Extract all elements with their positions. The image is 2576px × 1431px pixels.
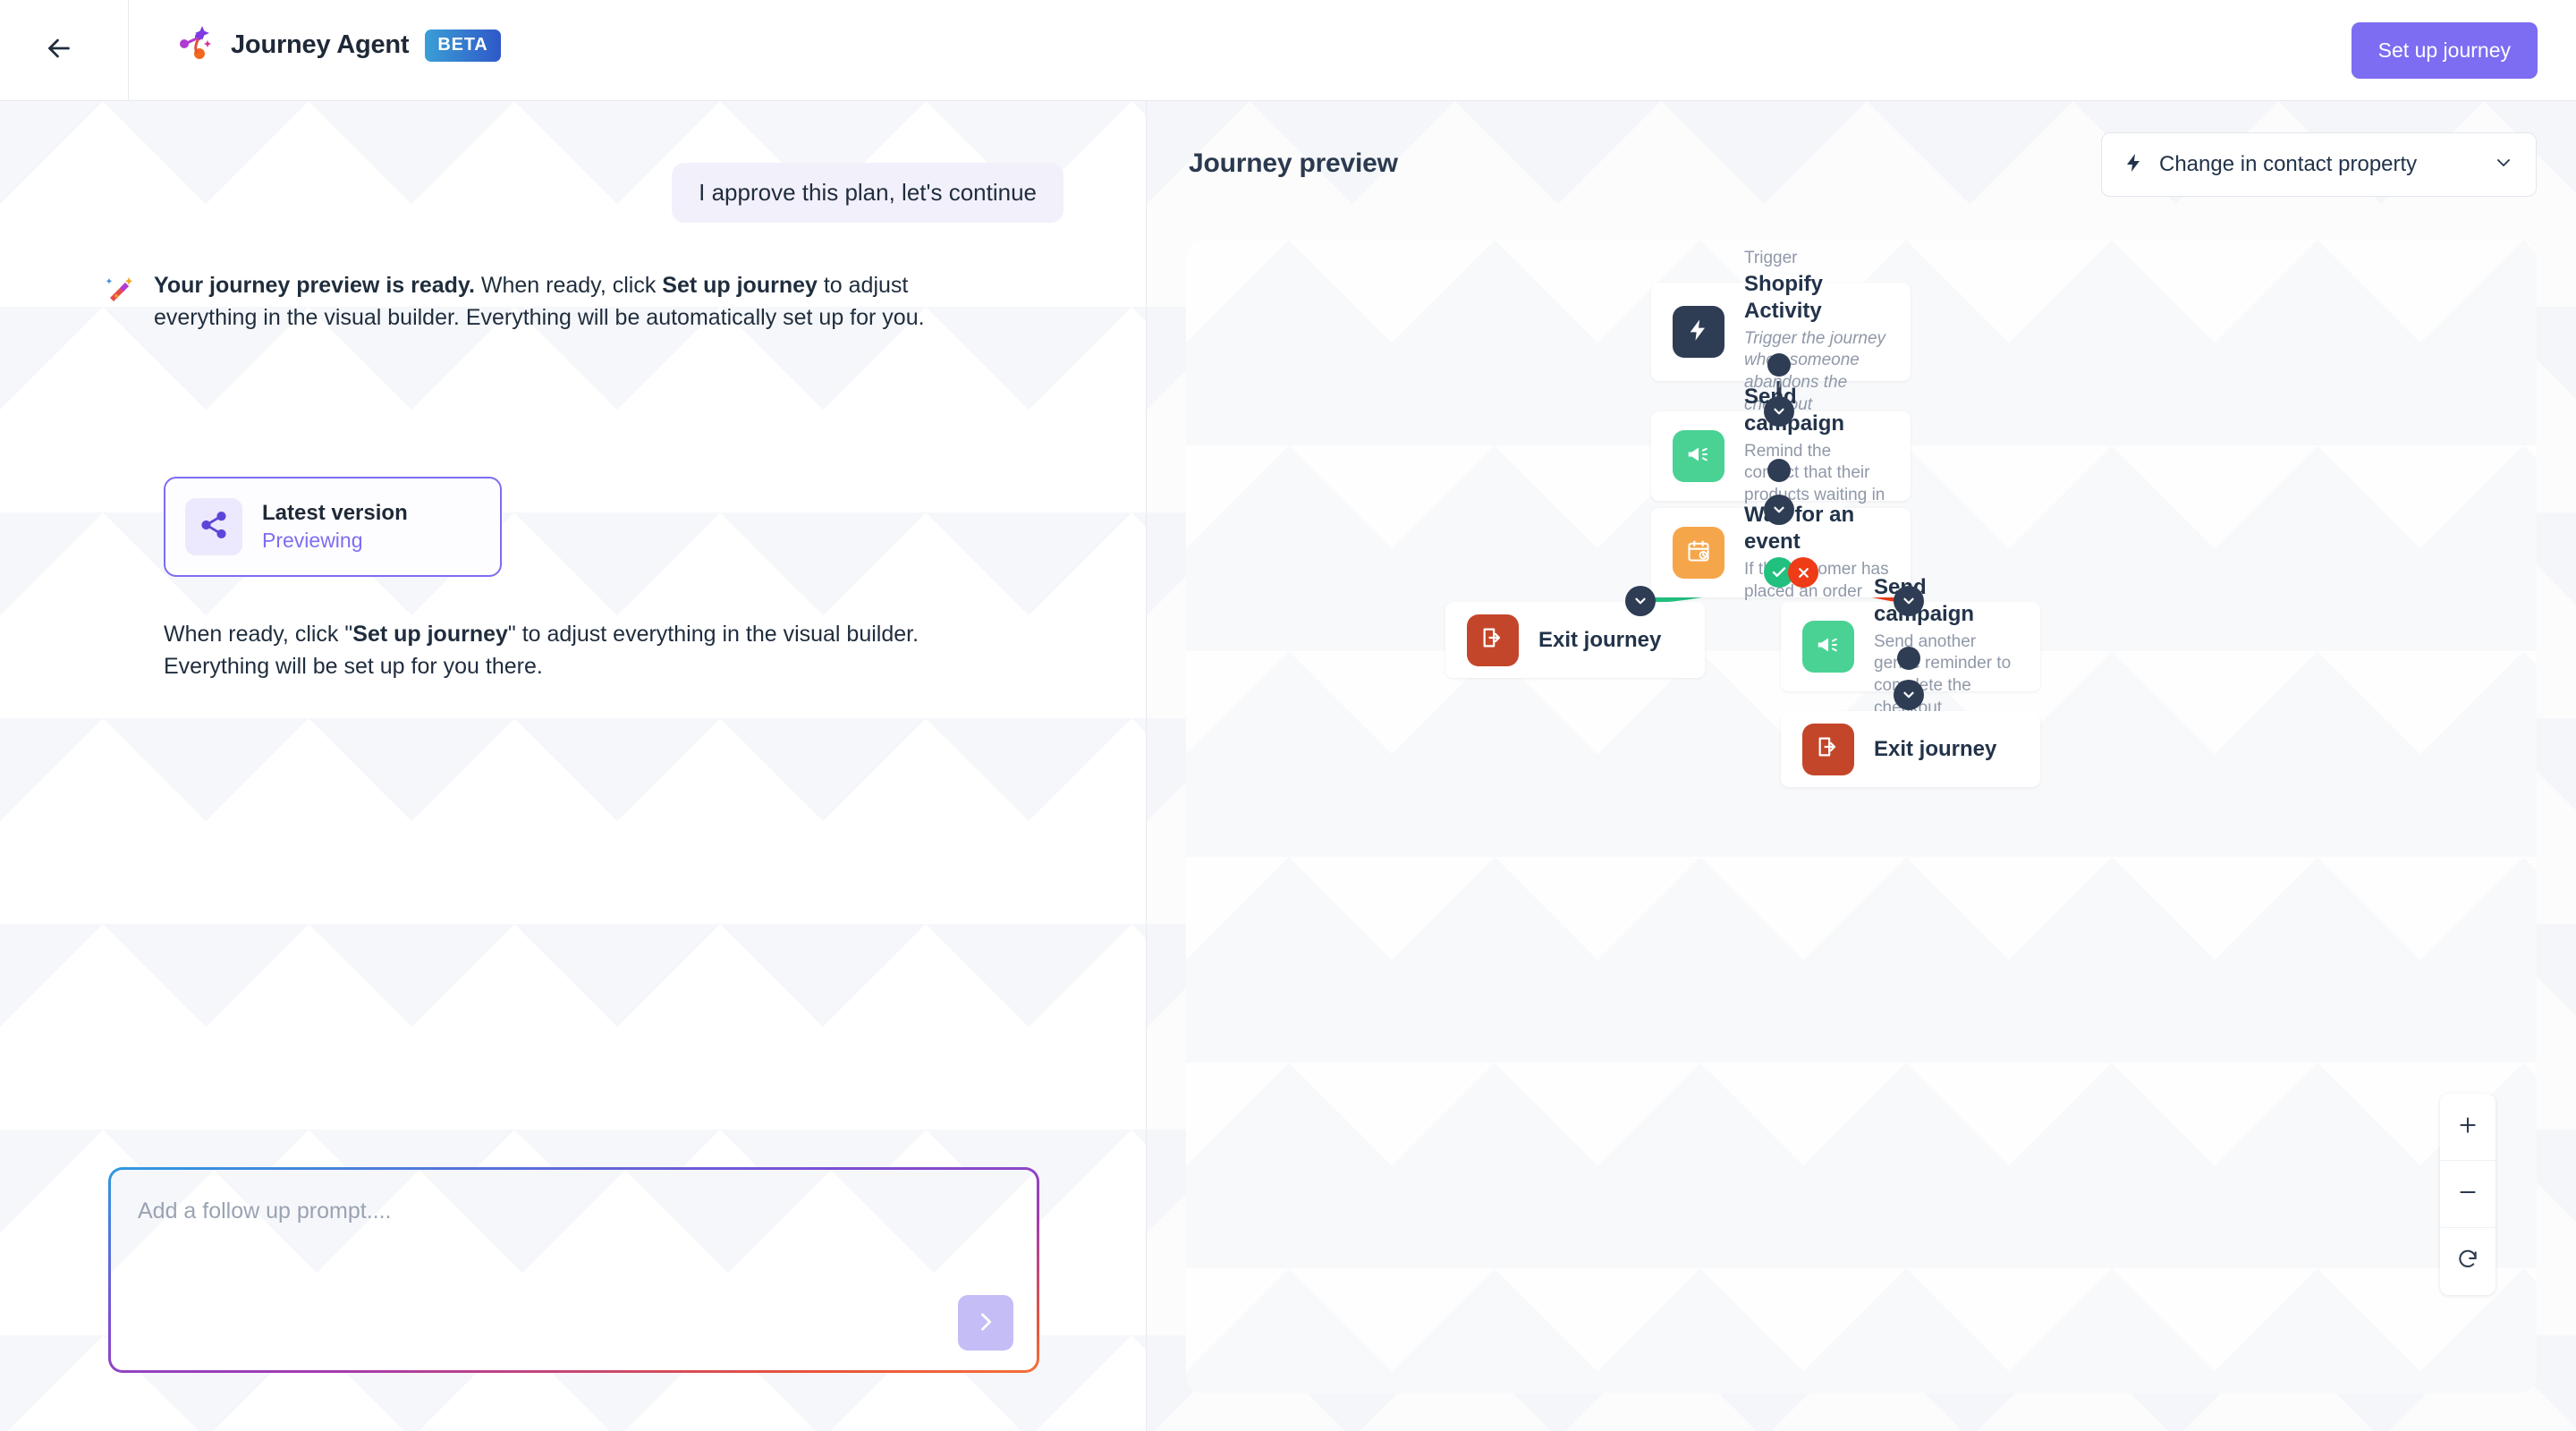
chat-panel: I approve this plan, let's continue Your… [0, 101, 1146, 1431]
followup-pre: When ready, click " [164, 622, 353, 647]
share-nodes-icon [199, 510, 229, 545]
node-exit-journey-1[interactable]: Exit journey [1445, 602, 1705, 678]
latest-version-card[interactable]: Latest version Previewing [164, 477, 502, 577]
minus-icon [2456, 1181, 2479, 1208]
node-title: Exit journey [1538, 627, 1662, 652]
prompt-inner [111, 1170, 1037, 1370]
agent-followup-text: When ready, click "Set up journey" to ad… [164, 618, 1022, 683]
megaphone-icon [1815, 631, 1842, 663]
node-body-exit-journey-2: Exit journey [1874, 736, 2019, 763]
arrow-left-icon [43, 32, 75, 69]
journey-agent-logo [175, 23, 215, 67]
node-exit-journey-2[interactable]: Exit journey [1781, 711, 2040, 787]
brand: Journey Agent BETA [175, 23, 501, 67]
followup-prompt-input[interactable] [138, 1198, 1010, 1224]
node-title: Exit journey [1874, 736, 1997, 761]
version-card-title: Latest version [262, 501, 408, 525]
node-title: Shopify Activity [1744, 271, 1823, 323]
version-card-body: Latest version Previewing [262, 501, 408, 553]
top-bar: Journey Agent BETA Set up journey [0, 0, 2576, 101]
node-kicker: Trigger [1744, 248, 1798, 267]
lightning-bolt-icon [2123, 152, 2145, 178]
connector-handle-3[interactable] [1894, 680, 1924, 710]
zoom-controls [2440, 1094, 2496, 1295]
connector-handle-no[interactable] [1894, 586, 1924, 616]
connector-handle-2[interactable] [1764, 495, 1794, 525]
exit-door-icon [1480, 625, 1505, 655]
followup-bold: Set up journey [352, 622, 508, 647]
journey-canvas[interactable]: Trigger Shopify Activity Trigger the jou… [1186, 240, 2537, 1393]
journey-flow: Trigger Shopify Activity Trigger the jou… [1186, 240, 2537, 1393]
reset-view-button[interactable] [2440, 1228, 2496, 1295]
chevron-right-icon [973, 1309, 998, 1337]
agent-message-tail: to adjust everything in the visual build… [154, 273, 925, 331]
user-message-bubble: I approve this plan, let's continue [672, 163, 1063, 223]
node-icon-trigger [1673, 306, 1724, 358]
connector-dot-trigger-out [1767, 353, 1791, 377]
followup-post: " to adjust everything in the visual bui… [164, 622, 919, 680]
agent-message-bold-2: Set up journey [662, 273, 818, 298]
journey-preview-panel: Journey preview Change in contact proper… [1147, 101, 2576, 1431]
back-button[interactable] [38, 29, 80, 72]
calendar-clock-icon [1686, 538, 1711, 568]
agent-message-bold-1: Your journey preview is ready. [154, 273, 475, 298]
refresh-icon [2456, 1248, 2479, 1275]
prompt-box [108, 1167, 1039, 1373]
node-title: Wait for an event [1744, 503, 1855, 555]
node-icon-wait-for-event [1673, 527, 1724, 579]
agent-message: Your journey preview is ready. When read… [106, 269, 1009, 334]
beta-badge: BETA [425, 29, 501, 62]
node-desc: Send another gentle reminder to complete… [1874, 631, 2012, 717]
trigger-type-dropdown[interactable]: Change in contact property [2101, 132, 2537, 197]
megaphone-icon [1685, 441, 1712, 472]
chevron-down-icon [2493, 152, 2514, 178]
connector-dot-sc2-out [1897, 647, 1920, 670]
exit-door-icon [1816, 734, 1841, 764]
node-body-wait-for-event: Wait for an event If the customer has pl… [1744, 502, 1889, 603]
zoom-out-button[interactable] [2440, 1161, 2496, 1228]
node-icon-send-campaign-1 [1673, 430, 1724, 482]
trigger-type-label: Change in contact property [2159, 152, 2418, 176]
set-up-journey-button[interactable]: Set up journey [2351, 22, 2538, 79]
version-thumbnail [185, 498, 242, 555]
node-body-exit-journey-1: Exit journey [1538, 627, 1683, 654]
send-prompt-button[interactable] [958, 1295, 1013, 1351]
lightning-bolt-icon [1686, 318, 1711, 347]
panel-divider [1146, 101, 1147, 1431]
node-icon-exit-journey-2 [1802, 723, 1854, 775]
zoom-in-button[interactable] [2440, 1094, 2496, 1161]
page-title: Journey Agent [231, 30, 410, 59]
node-title: Send campaign [1744, 384, 1845, 436]
agent-message-text: Your journey preview is ready. When read… [154, 269, 1009, 334]
connector-dot-sc1-out [1767, 459, 1791, 482]
agent-message-mid: When ready, click [474, 273, 663, 298]
version-card-subtitle: Previewing [262, 529, 363, 552]
plus-icon [2456, 1113, 2479, 1141]
node-icon-send-campaign-2 [1802, 621, 1854, 673]
connector-handle-1[interactable] [1764, 396, 1794, 427]
sparkle-wand-icon [106, 274, 136, 309]
node-send-campaign-2[interactable]: Send campaign Send another gentle remind… [1781, 575, 2040, 717]
branch-no-badge[interactable] [1788, 557, 1818, 588]
connector-handle-yes[interactable] [1625, 586, 1656, 616]
header-divider [128, 0, 129, 101]
preview-title: Journey preview [1189, 148, 1398, 178]
node-icon-exit-journey-1 [1467, 614, 1519, 666]
